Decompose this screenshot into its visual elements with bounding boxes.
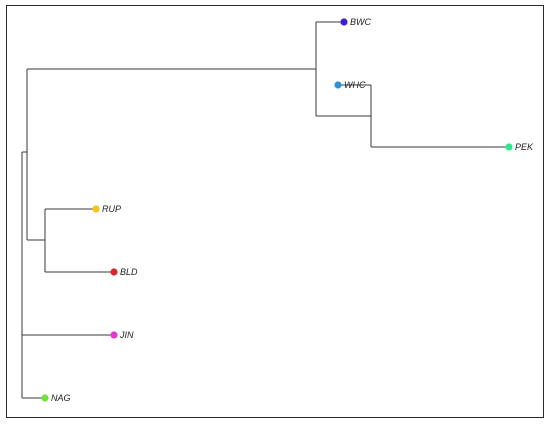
- tip-bld: BLD: [110, 267, 138, 277]
- tip-label-whc: WHC: [344, 80, 366, 90]
- tip-label-nag: NAG: [51, 393, 71, 403]
- tip-jin: JIN: [110, 330, 134, 340]
- tip-marker-pek: [505, 143, 513, 151]
- tip-marker-whc: [334, 81, 342, 89]
- tip-bwc: BWC: [340, 17, 371, 27]
- tip-nag: NAG: [41, 393, 71, 403]
- tip-pek: PEK: [505, 142, 534, 152]
- tip-marker-jin: [110, 331, 118, 339]
- tip-label-pek: PEK: [515, 142, 534, 152]
- tip-label-jin: JIN: [119, 330, 134, 340]
- tip-rup: RUP: [92, 204, 121, 214]
- tip-label-rup: RUP: [102, 204, 121, 214]
- tip-whc: WHC: [334, 80, 366, 90]
- tip-label-bwc: BWC: [350, 17, 371, 27]
- tip-marker-nag: [41, 394, 49, 402]
- tip-marker-bld: [110, 268, 118, 276]
- tip-marker-rup: [92, 205, 100, 213]
- tip-marker-bwc: [340, 18, 348, 26]
- tip-label-bld: BLD: [120, 267, 138, 277]
